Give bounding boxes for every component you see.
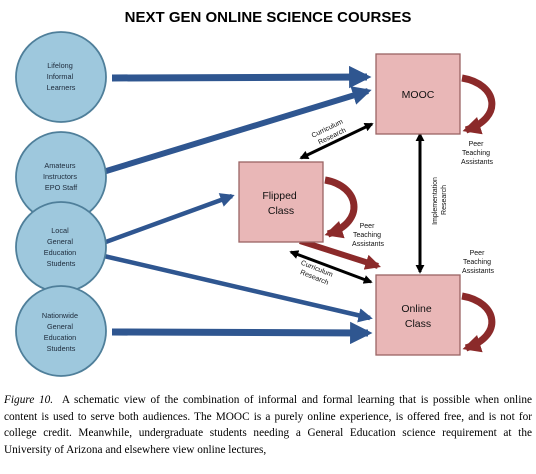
peer-loop-mooc [461, 74, 496, 135]
course-box-online: Online Class [375, 274, 461, 356]
audience-label-nationwide: Nationwide General Education Students [42, 311, 80, 353]
course-label-online: Online Class [401, 303, 434, 330]
peer-loop-online [461, 292, 496, 353]
label-implementation-research: Implementation Research [432, 175, 448, 225]
arrow-nationwide-to-online [111, 321, 373, 345]
figure-caption: Figure 10. A schematic view of the combi… [4, 392, 532, 458]
figure-label: Figure 10. [4, 394, 54, 406]
audience-label-local: Local General Education Students [44, 226, 79, 268]
schematic-diagram: NEXT GEN ONLINE SCIENCE COURSES Lifelong… [15, 9, 496, 377]
label-peer-online: Peer Teaching Assistants [462, 250, 494, 275]
peer-loop-flipped [324, 176, 358, 239]
course-label-mooc: MOOC [402, 89, 435, 101]
audience-circle-lifelong: Lifelong Informal Learners [15, 31, 107, 123]
audience-circle-nationwide: Nationwide General Education Students [15, 285, 107, 377]
research-arrows [289, 122, 425, 284]
peer-loop-arrows [324, 74, 496, 353]
course-box-mooc: MOOC [375, 53, 461, 135]
arrow-flipped-online [289, 250, 373, 284]
audience-circle-amateurs: Amateurs Instructors EPO Staff [15, 131, 107, 223]
arrow-local-to-online [103, 253, 373, 323]
course-box-flipped: Flipped Class [238, 161, 324, 243]
arrow-flipped-to-online [299, 238, 381, 270]
arrow-local-to-flipped [102, 193, 235, 246]
arrow-mooc-flipped [299, 122, 374, 160]
arrow-amateurs-to-mooc [102, 86, 372, 175]
label-peer-mooc: Peer Teaching Assistants [461, 141, 493, 166]
course-label-flipped: Flipped Class [262, 190, 299, 217]
audience-label-amateurs: Amateurs Instructors EPO Staff [43, 161, 79, 192]
label-curriculum-research-bottom: Curriculum Research [296, 260, 335, 288]
audience-course-arrows [102, 65, 373, 345]
arrow-lifelong-to-mooc [111, 65, 372, 89]
label-peer-flipped: Peer Teaching Assistants [352, 223, 384, 248]
audience-label-lifelong: Lifelong Informal Learners [47, 61, 76, 92]
caption-text: A schematic view of the combination of i… [4, 394, 532, 456]
diagram-title: NEXT GEN ONLINE SCIENCE COURSES [125, 9, 412, 26]
audience-circle-local: Local General Education Students [15, 201, 107, 293]
